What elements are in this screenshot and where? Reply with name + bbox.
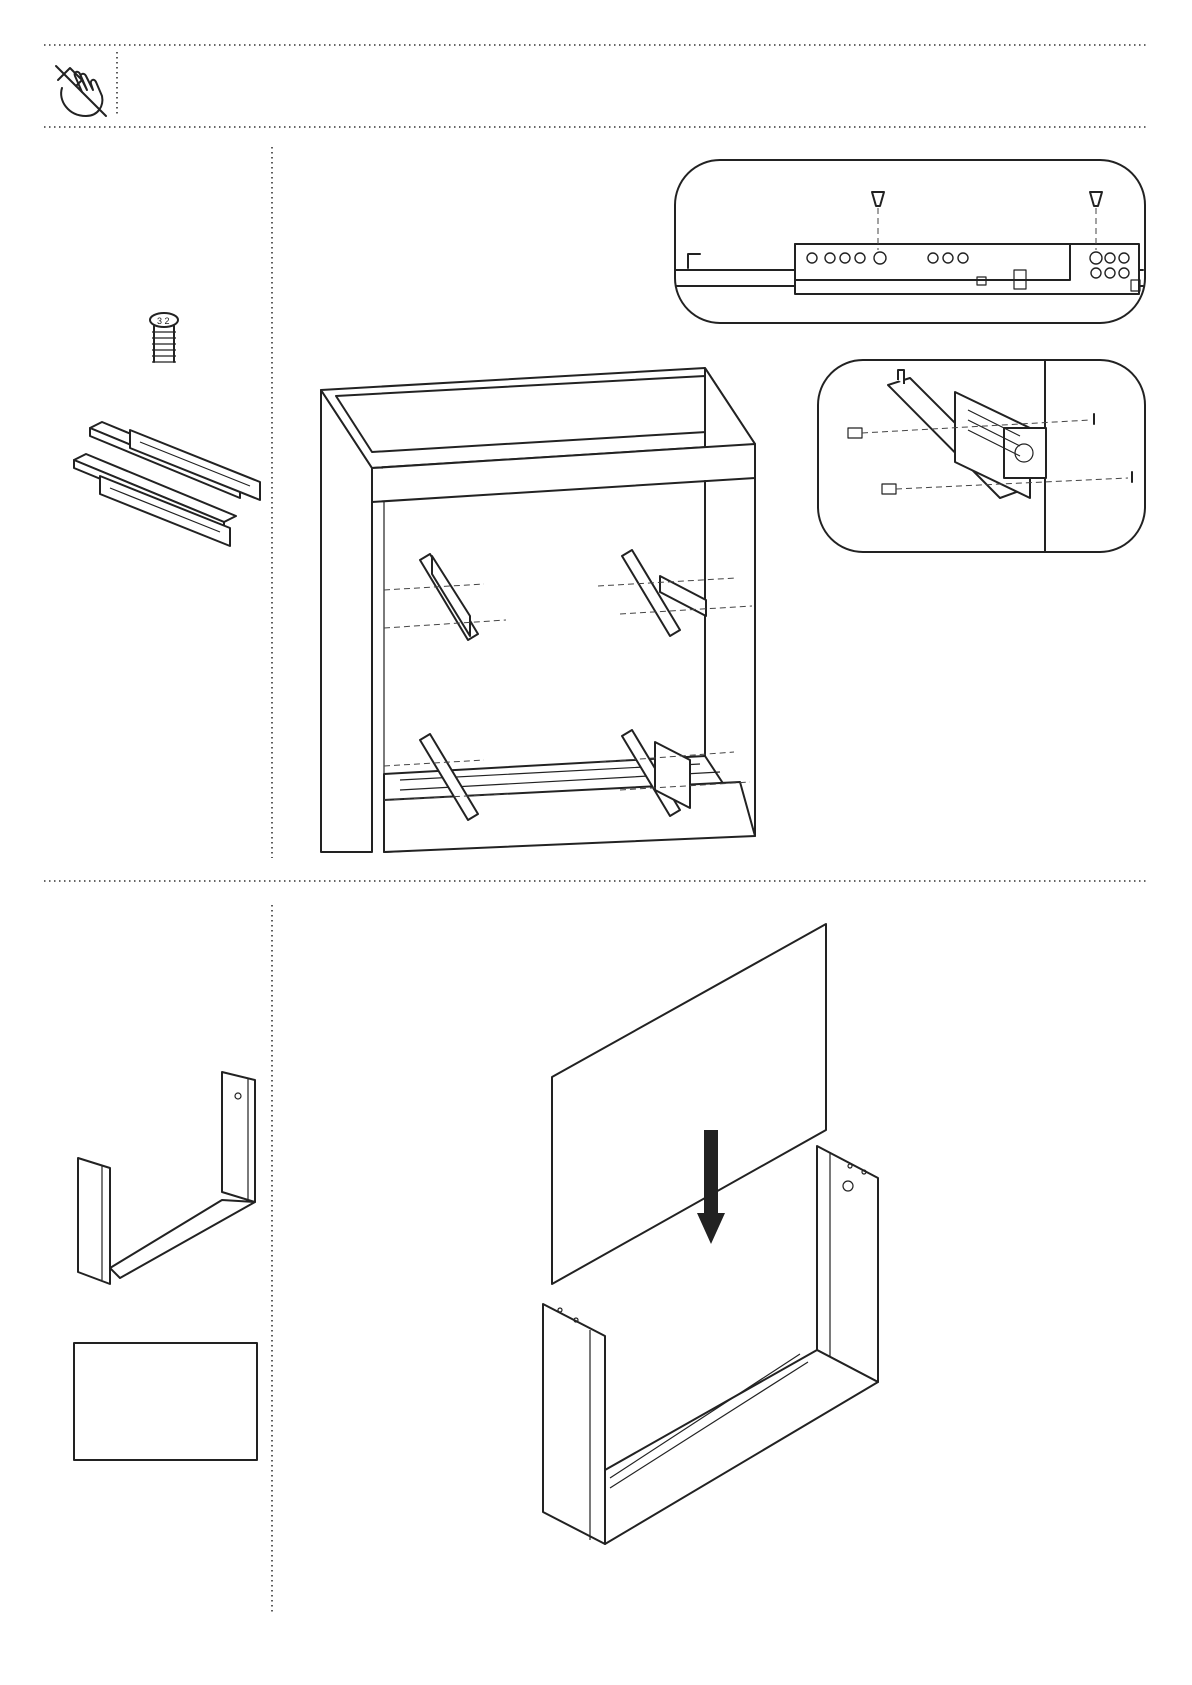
cam-bolt-icon: 3 2: [150, 313, 178, 362]
insert-back-panel-into-frame: [543, 924, 878, 1544]
runner-bracket-detail: [818, 360, 1145, 552]
back-panel-icon: [74, 1343, 257, 1460]
runner-screw-detail: [675, 160, 1145, 323]
u-frame-icon: [78, 1072, 255, 1284]
cabinet-with-drawer-runners: [321, 368, 755, 852]
svg-text:3 2: 3 2: [157, 316, 170, 326]
drawer-runner-pair-icon: [74, 422, 260, 546]
drawer-runner: [384, 554, 506, 640]
no-hand-tools-icon: [56, 66, 106, 116]
